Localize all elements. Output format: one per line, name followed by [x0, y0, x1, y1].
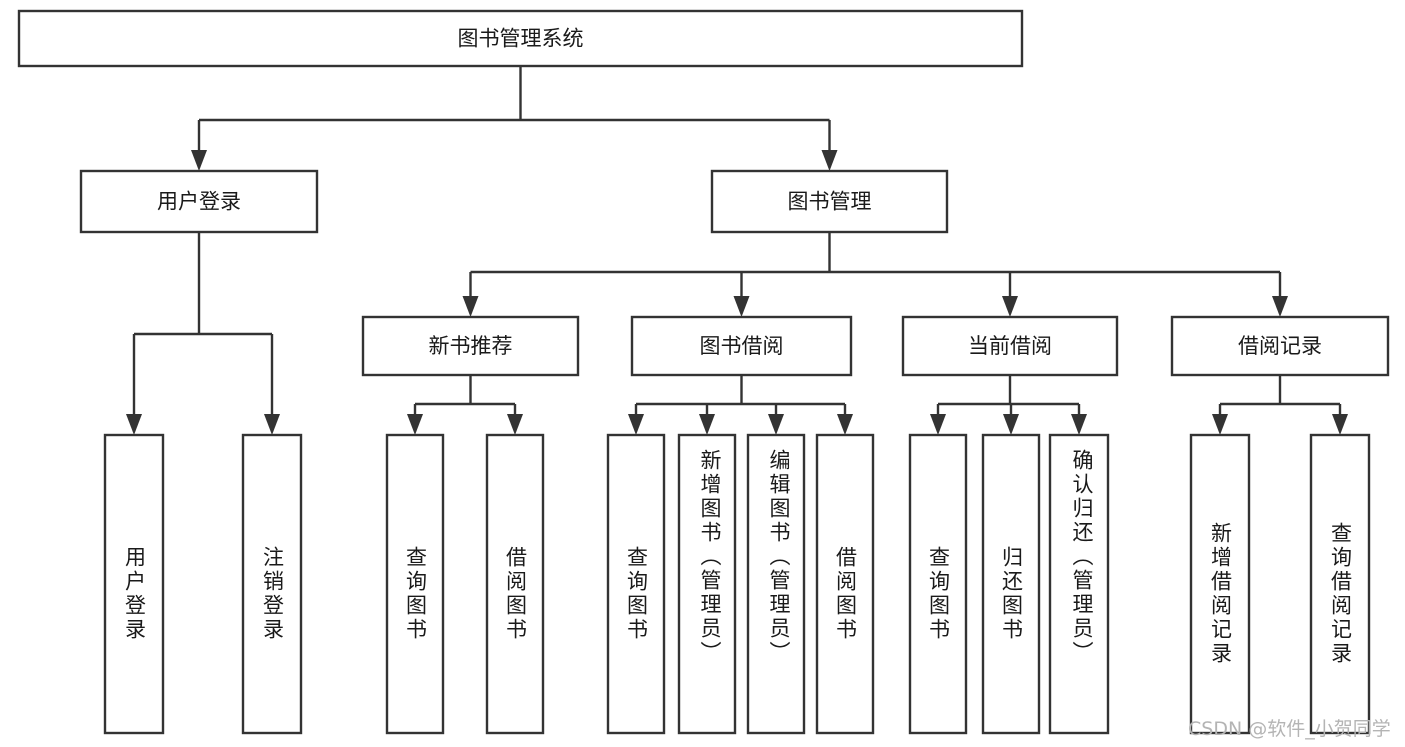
connectors-layer [126, 66, 1348, 435]
book-manage-to-current-borrow-arrow-icon [1002, 296, 1018, 317]
root-to-user-login-arrow-icon [191, 150, 207, 171]
book-manage-to-borrow-record-arrow-icon [1272, 296, 1288, 317]
user-login-leaf-1-arrow-icon [264, 414, 280, 435]
node-box-book-borrow[interactable] [630, 315, 853, 377]
book-manage-to-new-book-recommend-arrow-icon [462, 296, 479, 317]
node-box-leaf-return-book[interactable] [981, 433, 1041, 735]
current-borrow-leaf-2-arrow-icon [1071, 414, 1087, 435]
node-box-borrow-record[interactable] [1170, 315, 1390, 377]
current-borrow-leaf-1-arrow-icon [1003, 414, 1019, 435]
book-borrow-leaf-1-arrow-icon [699, 414, 715, 435]
book-manage-to-book-borrow-arrow-icon [733, 296, 750, 317]
node-box-leaf-confirm-return[interactable] [1048, 433, 1110, 735]
watermark-text: CSDN @软件_小贺同学 [1188, 718, 1391, 740]
node-box-leaf-query-book-3[interactable] [908, 433, 968, 735]
node-box-leaf-query-book-2[interactable] [606, 433, 666, 735]
node-box-leaf-add-book[interactable] [677, 433, 737, 735]
borrow-record-leaf-0-arrow-icon [1212, 414, 1228, 435]
node-label-book-manage: 图书管理 [788, 190, 872, 214]
node-box-new-book-recommend[interactable] [361, 315, 580, 377]
node-label-new-book-recommend: 新书推荐 [429, 334, 513, 358]
new-book-recommend-leaf-0-arrow-icon [407, 414, 423, 435]
node-box-leaf-user-login[interactable] [103, 433, 165, 735]
node-label-current-borrow: 当前借阅 [968, 334, 1052, 358]
book-borrow-leaf-3-arrow-icon [837, 414, 853, 435]
node-box-user-login[interactable] [79, 169, 319, 234]
root-to-book-manage-arrow-icon [821, 150, 838, 171]
node-box-leaf-query-book-1[interactable] [385, 433, 445, 735]
new-book-recommend-leaf-1-arrow-icon [507, 414, 523, 435]
node-box-leaf-borrow-book-1[interactable] [485, 433, 545, 735]
node-box-leaf-query-record[interactable] [1309, 433, 1371, 735]
node-box-leaf-edit-book[interactable] [746, 433, 806, 735]
node-box-current-borrow[interactable] [901, 315, 1119, 377]
current-borrow-leaf-0-arrow-icon [930, 414, 946, 435]
node-label-borrow-record: 借阅记录 [1238, 334, 1322, 358]
node-box-book-manage[interactable] [710, 169, 949, 234]
node-box-leaf-add-record[interactable] [1189, 433, 1251, 735]
node-label-user-login: 用户登录 [157, 190, 241, 214]
borrow-record-leaf-1-arrow-icon [1332, 414, 1348, 435]
node-box-root[interactable] [17, 9, 1024, 68]
node-label-root: 图书管理系统 [458, 27, 584, 51]
node-box-leaf-borrow-book-2[interactable] [815, 433, 875, 735]
user-login-leaf-0-arrow-icon [126, 414, 142, 435]
book-borrow-leaf-2-arrow-icon [768, 414, 784, 435]
node-label-book-borrow: 图书借阅 [700, 334, 784, 358]
book-borrow-leaf-0-arrow-icon [628, 414, 644, 435]
boxes-layer [17, 9, 1390, 735]
node-box-leaf-user-logout[interactable] [241, 433, 303, 735]
